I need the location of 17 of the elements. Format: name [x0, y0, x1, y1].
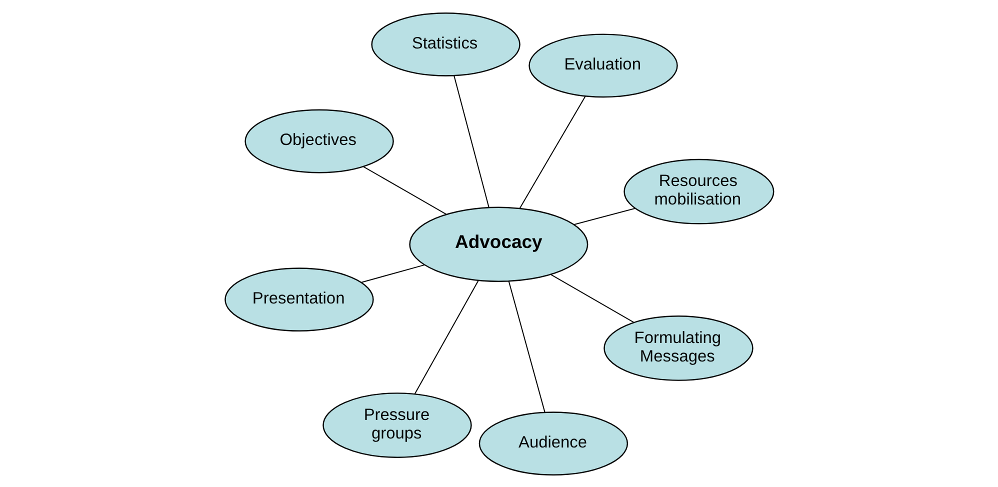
- node-ellipse: Advocacy: [408, 206, 588, 282]
- node-ellipse: Objectives: [244, 108, 394, 173]
- connector: [573, 207, 635, 225]
- connector: [508, 280, 545, 412]
- node-ellipse: Presentation: [224, 267, 374, 332]
- node-ellipse: Formulating Messages: [603, 315, 753, 380]
- connector: [414, 280, 478, 394]
- connector: [518, 95, 586, 208]
- node-ellipse: Statistics: [370, 12, 520, 76]
- connector: [550, 273, 634, 322]
- node-ellipse: Resources mobilisation: [623, 158, 774, 224]
- connector: [360, 264, 424, 282]
- node-ellipse: Pressure groups: [322, 392, 472, 458]
- node-ellipse: Evaluation: [528, 33, 678, 98]
- node-ellipse: Audience: [478, 411, 628, 475]
- connector: [362, 166, 446, 214]
- connector: [453, 75, 489, 207]
